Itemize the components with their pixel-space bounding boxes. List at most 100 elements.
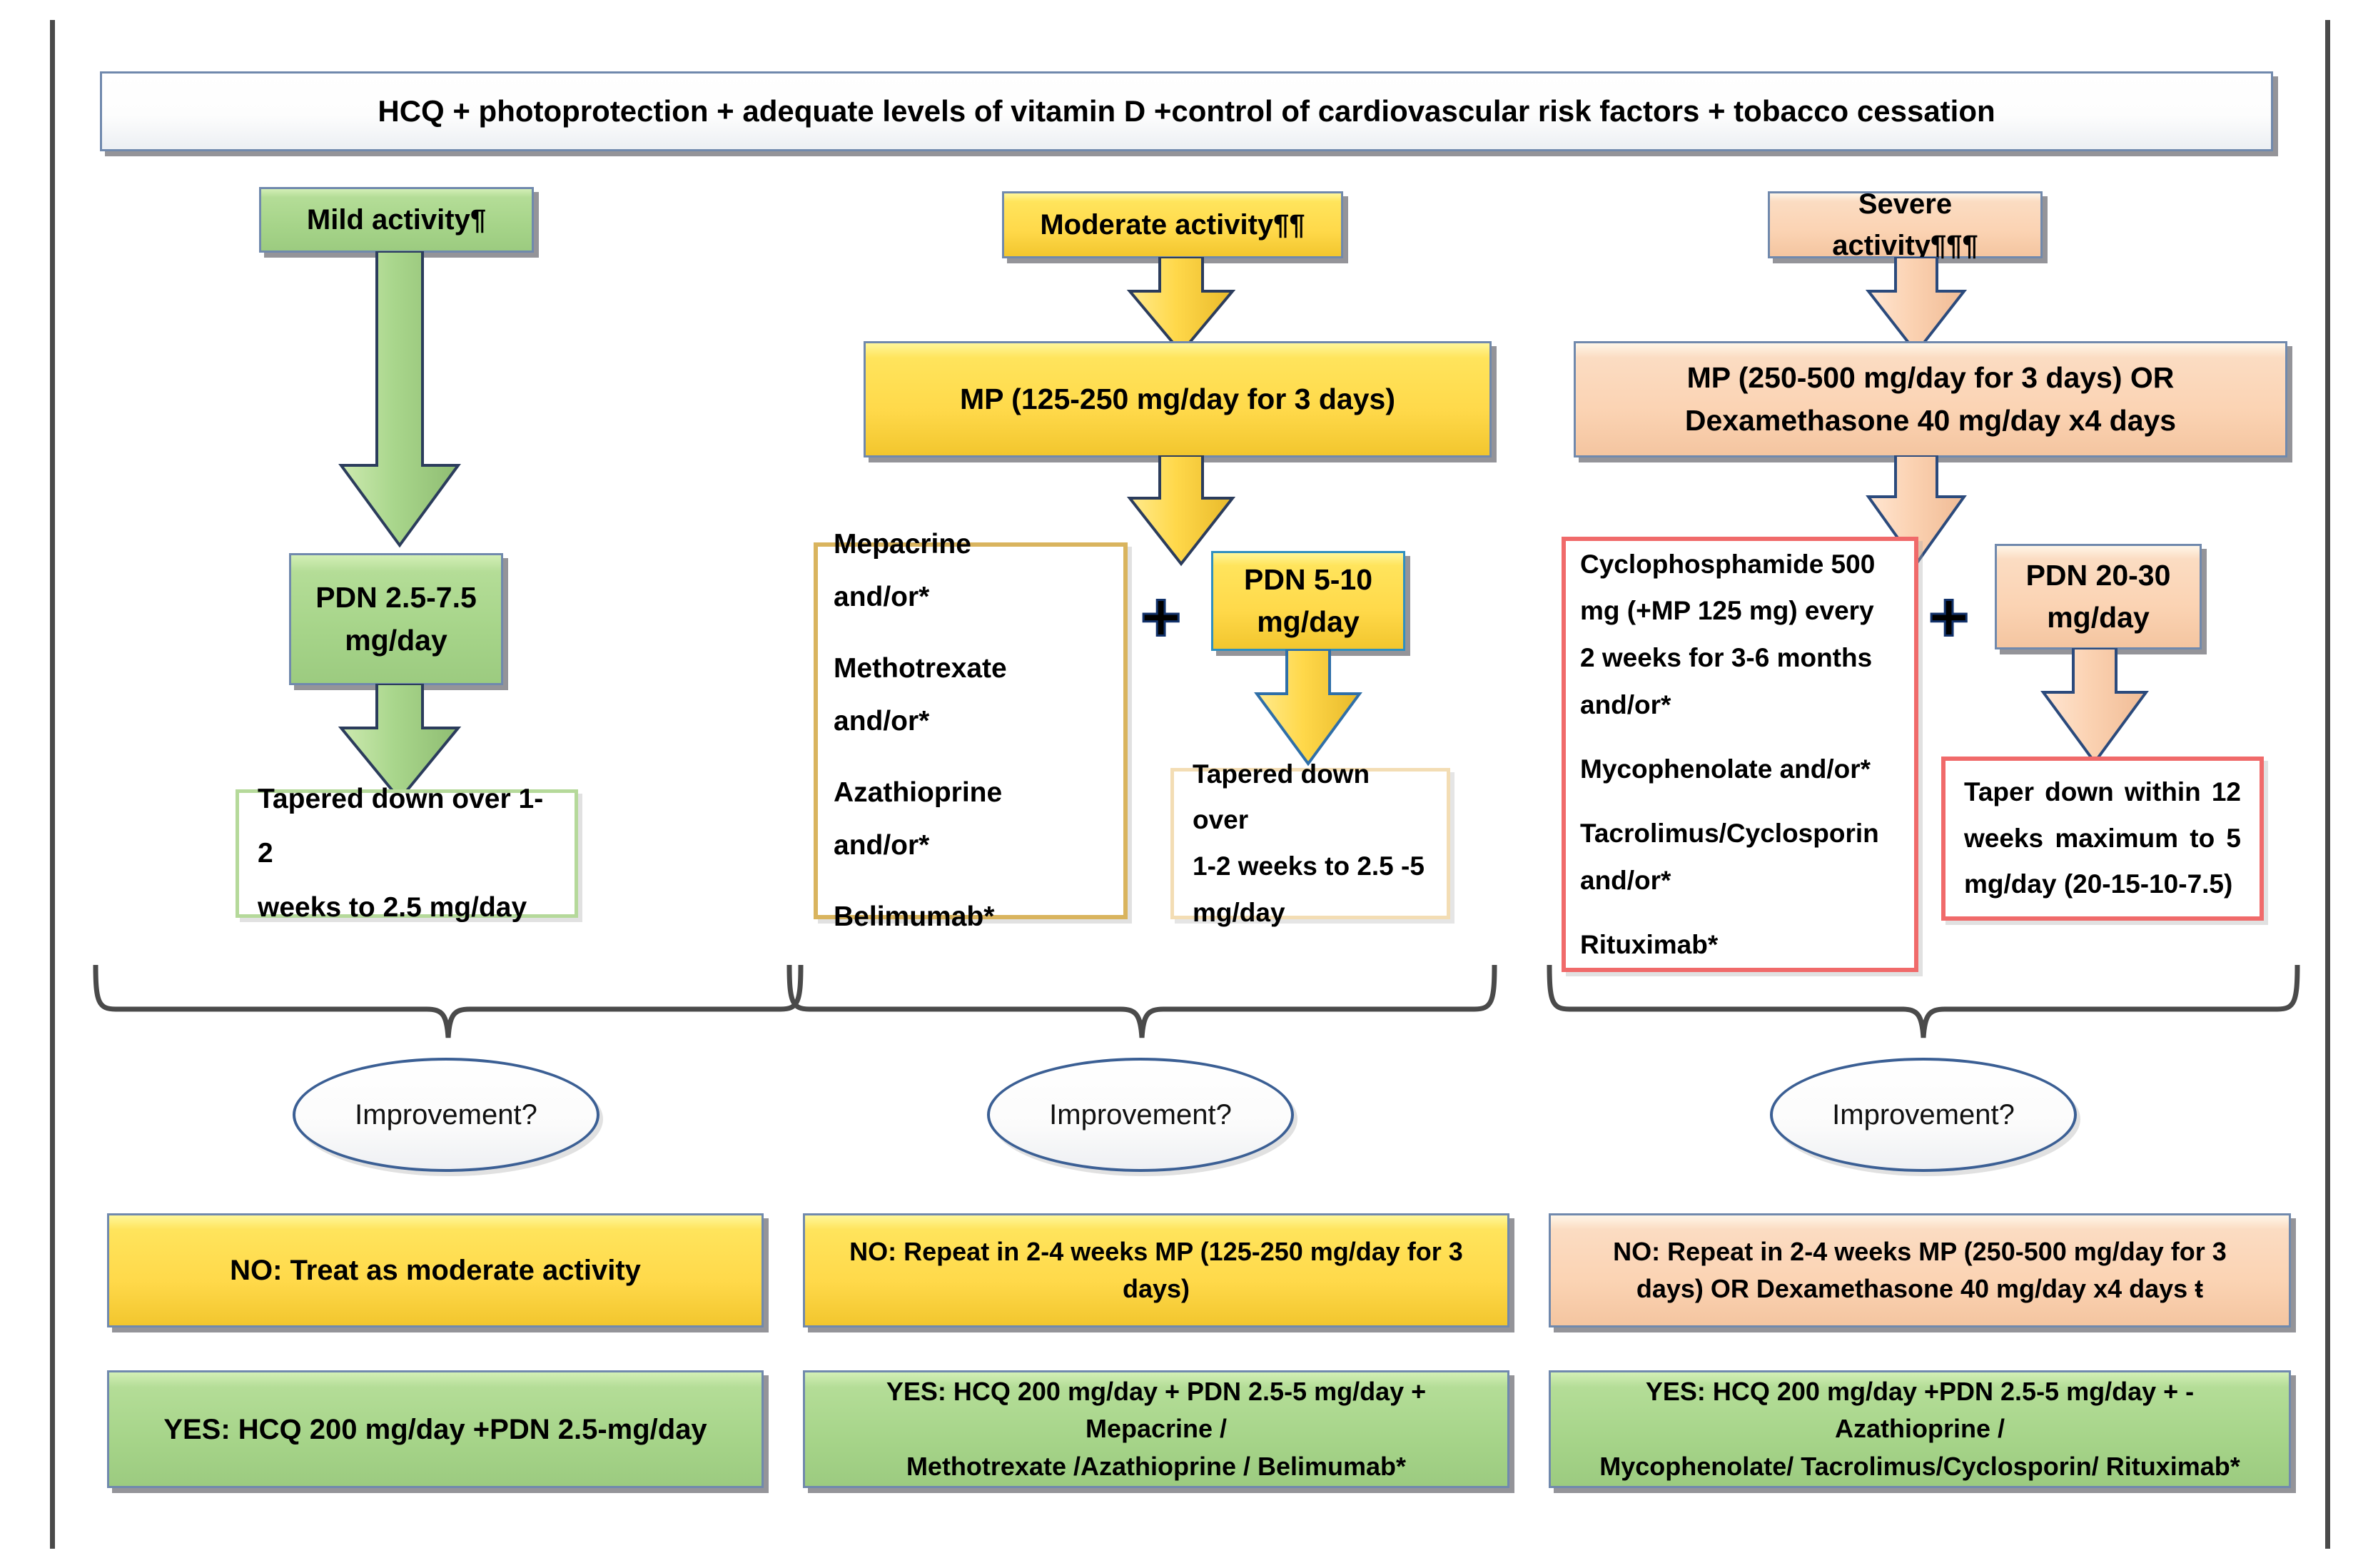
decision-label-mild: Improvement? (355, 1098, 537, 1131)
pdn-line-1: PDN 5-10 (1243, 562, 1372, 596)
no-text-mild: NO: Treat as moderate activity (230, 1255, 641, 1286)
taper-text-severe: Taper down within 12 weeks maximum to 5 … (1946, 764, 2260, 914)
mp-box-moderate: MP (125-250 mg/day for 3 days) (864, 341, 1492, 457)
yes-box-severe: YES: HCQ 200 mg/day +PDN 2.5-5 mg/day + … (1549, 1370, 2291, 1488)
yes-box-moderate: YES: HCQ 200 mg/day + PDN 2.5-5 mg/day +… (803, 1370, 1509, 1488)
taper-line-1: Tapered down over (1193, 759, 1370, 835)
drug-item: and/or* (834, 830, 930, 861)
pdn-line-2: mg/day (1257, 605, 1360, 638)
decision-ellipse-moderate: Improvement? (987, 1058, 1294, 1172)
taper-line-2: weeks maximum to 5 (1964, 823, 2241, 853)
taper-text-mild: Tapered down over 1- 2 weeks to 2.5 mg/d… (239, 767, 575, 941)
taper-line-2: weeks to 2.5 mg/day (258, 892, 527, 924)
right-frame-rule (2325, 20, 2330, 1549)
drug-item: 2 weeks for 3-6 months (1580, 643, 1873, 673)
taper-box-mild: Tapered down over 1- 2 weeks to 2.5 mg/d… (236, 784, 578, 923)
drug-item: mg (+MP 125 mg) every (1580, 596, 1874, 626)
yes-text-mild: YES: HCQ 200 mg/day +PDN 2.5-mg/day (163, 1413, 707, 1445)
decision-label-moderate: Improvement? (1049, 1098, 1232, 1131)
yes-text-moderate: YES: HCQ 200 mg/day + PDN 2.5-5 mg/day +… (805, 1373, 1507, 1485)
pdn-line-1: PDN 20-30 (2025, 558, 2171, 592)
mp-text-severe: MP (250-500 mg/day for 3 days) OR Dexame… (1576, 357, 2285, 442)
plus-sign-moderate: + (1139, 581, 1182, 653)
brace-moderate (785, 962, 1499, 1044)
mp-line-1: MP (250-500 mg/day for 3 days) OR (1686, 361, 2175, 395)
activity-label-moderate: Moderate activity¶¶ (1040, 209, 1305, 241)
taper-box-moderate: Tapered down over 1-2 weeks to 2.5 -5 mg… (1170, 759, 1450, 927)
no-box-moderate: NO: Repeat in 2-4 weeks MP (125-250 mg/d… (803, 1213, 1509, 1327)
taper-text-moderate: Tapered down over 1-2 weeks to 2.5 -5 mg… (1174, 746, 1447, 942)
mp-line-2: Dexamethasone 40 mg/day x4 days (1684, 403, 2177, 437)
taper-box-severe: Taper down within 12 weeks maximum to 5 … (1941, 757, 2264, 921)
drug-item: and/or* (834, 705, 930, 737)
drug-item: Rituximab* (1580, 929, 1719, 959)
yes-box-mild: YES: HCQ 200 mg/day +PDN 2.5-mg/day (107, 1370, 764, 1488)
taper-line-3: mg/day (20-15-10-7.5) (1964, 869, 2233, 899)
pdn-box-moderate: PDN 5-10 mg/day (1211, 551, 1405, 651)
arrow-moderate-mp-to-pdn (1124, 454, 1238, 573)
no-box-severe: NO: Repeat in 2-4 weeks MP (250-500 mg/d… (1549, 1213, 2291, 1327)
drug-item: Tacrolimus/Cyclosporin (1580, 818, 1879, 848)
drug-item: Mepacrine (834, 528, 971, 560)
drug-item: Cyclophosphamide 500 (1580, 549, 1876, 579)
no-text-severe: NO: Repeat in 2-4 weeks MP (250-500 mg/d… (1551, 1233, 2289, 1307)
pdn-text-moderate: PDN 5-10 mg/day (1213, 559, 1403, 644)
pdn-box-severe: PDN 20-30 mg/day (1995, 544, 2202, 649)
no-line-2: days) OR Dexamethasone 40 mg/day x4 days… (1636, 1274, 2204, 1303)
arrow-mild-to-pdn (335, 250, 464, 555)
pdn-box-mild: PDN 2.5-7.5 mg/day (289, 553, 503, 685)
drug-item: Mycophenolate and/or* (1580, 754, 1871, 784)
drug-list-severe: Cyclophosphamide 500 mg (+MP 125 mg) eve… (1562, 537, 1918, 972)
yes-line-2: Mycophenolate/ Tacrolimus/Cyclosporin/ R… (1599, 1451, 2240, 1481)
pdn-text-mild: PDN 2.5-7.5 mg/day (291, 577, 501, 662)
arrow-moderate-pdn-to-taper (1251, 648, 1365, 773)
no-line-1: NO: Repeat in 2-4 weeks MP (250-500 mg/d… (1613, 1236, 2227, 1266)
brace-mild (91, 962, 805, 1044)
activity-box-moderate: Moderate activity¶¶ (1002, 191, 1343, 258)
pdn-line-2: mg/day (2047, 601, 2150, 634)
drug-item: Belimumab* (834, 901, 995, 933)
arrow-severe-mp-to-pdn (1863, 454, 1970, 573)
decision-label-severe: Improvement? (1832, 1098, 2015, 1131)
activity-box-severe: Severe activity¶¶¶ (1768, 188, 2043, 261)
taper-line-1: Tapered down over 1- 2 (258, 783, 544, 869)
yes-line-1: YES: HCQ 200 mg/day +PDN 2.5-5 mg/day + … (1645, 1377, 2195, 1444)
plus-sign-severe: + (1927, 581, 1970, 653)
decision-ellipse-severe: Improvement? (1770, 1058, 2077, 1172)
drug-item: Azathioprine (834, 777, 1003, 809)
taper-line-2: 1-2 weeks to 2.5 -5 (1193, 851, 1425, 881)
activity-box-mild: Mild activity¶ (259, 187, 534, 253)
arrow-severe-to-mp (1863, 256, 1970, 360)
no-text-moderate: NO: Repeat in 2-4 weeks MP (125-250 mg/d… (849, 1236, 1463, 1303)
taper-line-3: mg/day (1193, 897, 1285, 927)
mp-box-severe: MP (250-500 mg/day for 3 days) OR Dexame… (1574, 341, 2287, 457)
yes-line-2: Methotrexate /Azathioprine / Belimumab* (906, 1451, 1407, 1481)
drug-item: and/or* (834, 581, 930, 612)
drug-list-text-severe: Cyclophosphamide 500 mg (+MP 125 mg) eve… (1566, 534, 1914, 976)
drug-list-text-moderate: Mepacrine and/or* Methotrexate and/or* A… (818, 511, 1123, 951)
pdn-line-1: PDN 2.5-7.5 (315, 581, 477, 614)
decision-ellipse-mild: Improvement? (293, 1058, 599, 1172)
header-banner-text: HCQ + photoprotection + adequate levels … (378, 93, 1995, 128)
pdn-text-severe: PDN 20-30 mg/day (1997, 555, 2200, 639)
taper-line-1: Taper down within 12 (1964, 777, 2241, 806)
plus-glyph: + (1927, 577, 1970, 656)
header-banner: HCQ + photoprotection + adequate levels … (100, 71, 2273, 151)
activity-label-mild: Mild activity¶ (306, 204, 487, 236)
yes-line-1: YES: HCQ 200 mg/day + PDN 2.5-5 mg/day +… (886, 1377, 1427, 1444)
arrow-severe-pdn-to-taper (2038, 647, 2152, 772)
arrow-mild-pdn-to-taper (335, 682, 464, 809)
yes-text-severe: YES: HCQ 200 mg/day +PDN 2.5-5 mg/day + … (1551, 1373, 2289, 1485)
no-box-mild: NO: Treat as moderate activity (107, 1213, 764, 1327)
activity-label-severe: Severe activity¶¶¶ (1832, 188, 1978, 261)
mp-text-moderate: MP (125-250 mg/day for 3 days) (960, 382, 1395, 415)
drug-item: and/or* (1580, 690, 1671, 720)
drug-item: Methotrexate (834, 652, 1007, 684)
pdn-line-2: mg/day (345, 623, 447, 657)
left-frame-rule (50, 20, 55, 1549)
brace-severe (1545, 962, 2302, 1044)
arrow-moderate-to-mp (1124, 256, 1238, 360)
drug-item: and/or* (1580, 865, 1671, 895)
plus-glyph: + (1139, 577, 1182, 656)
